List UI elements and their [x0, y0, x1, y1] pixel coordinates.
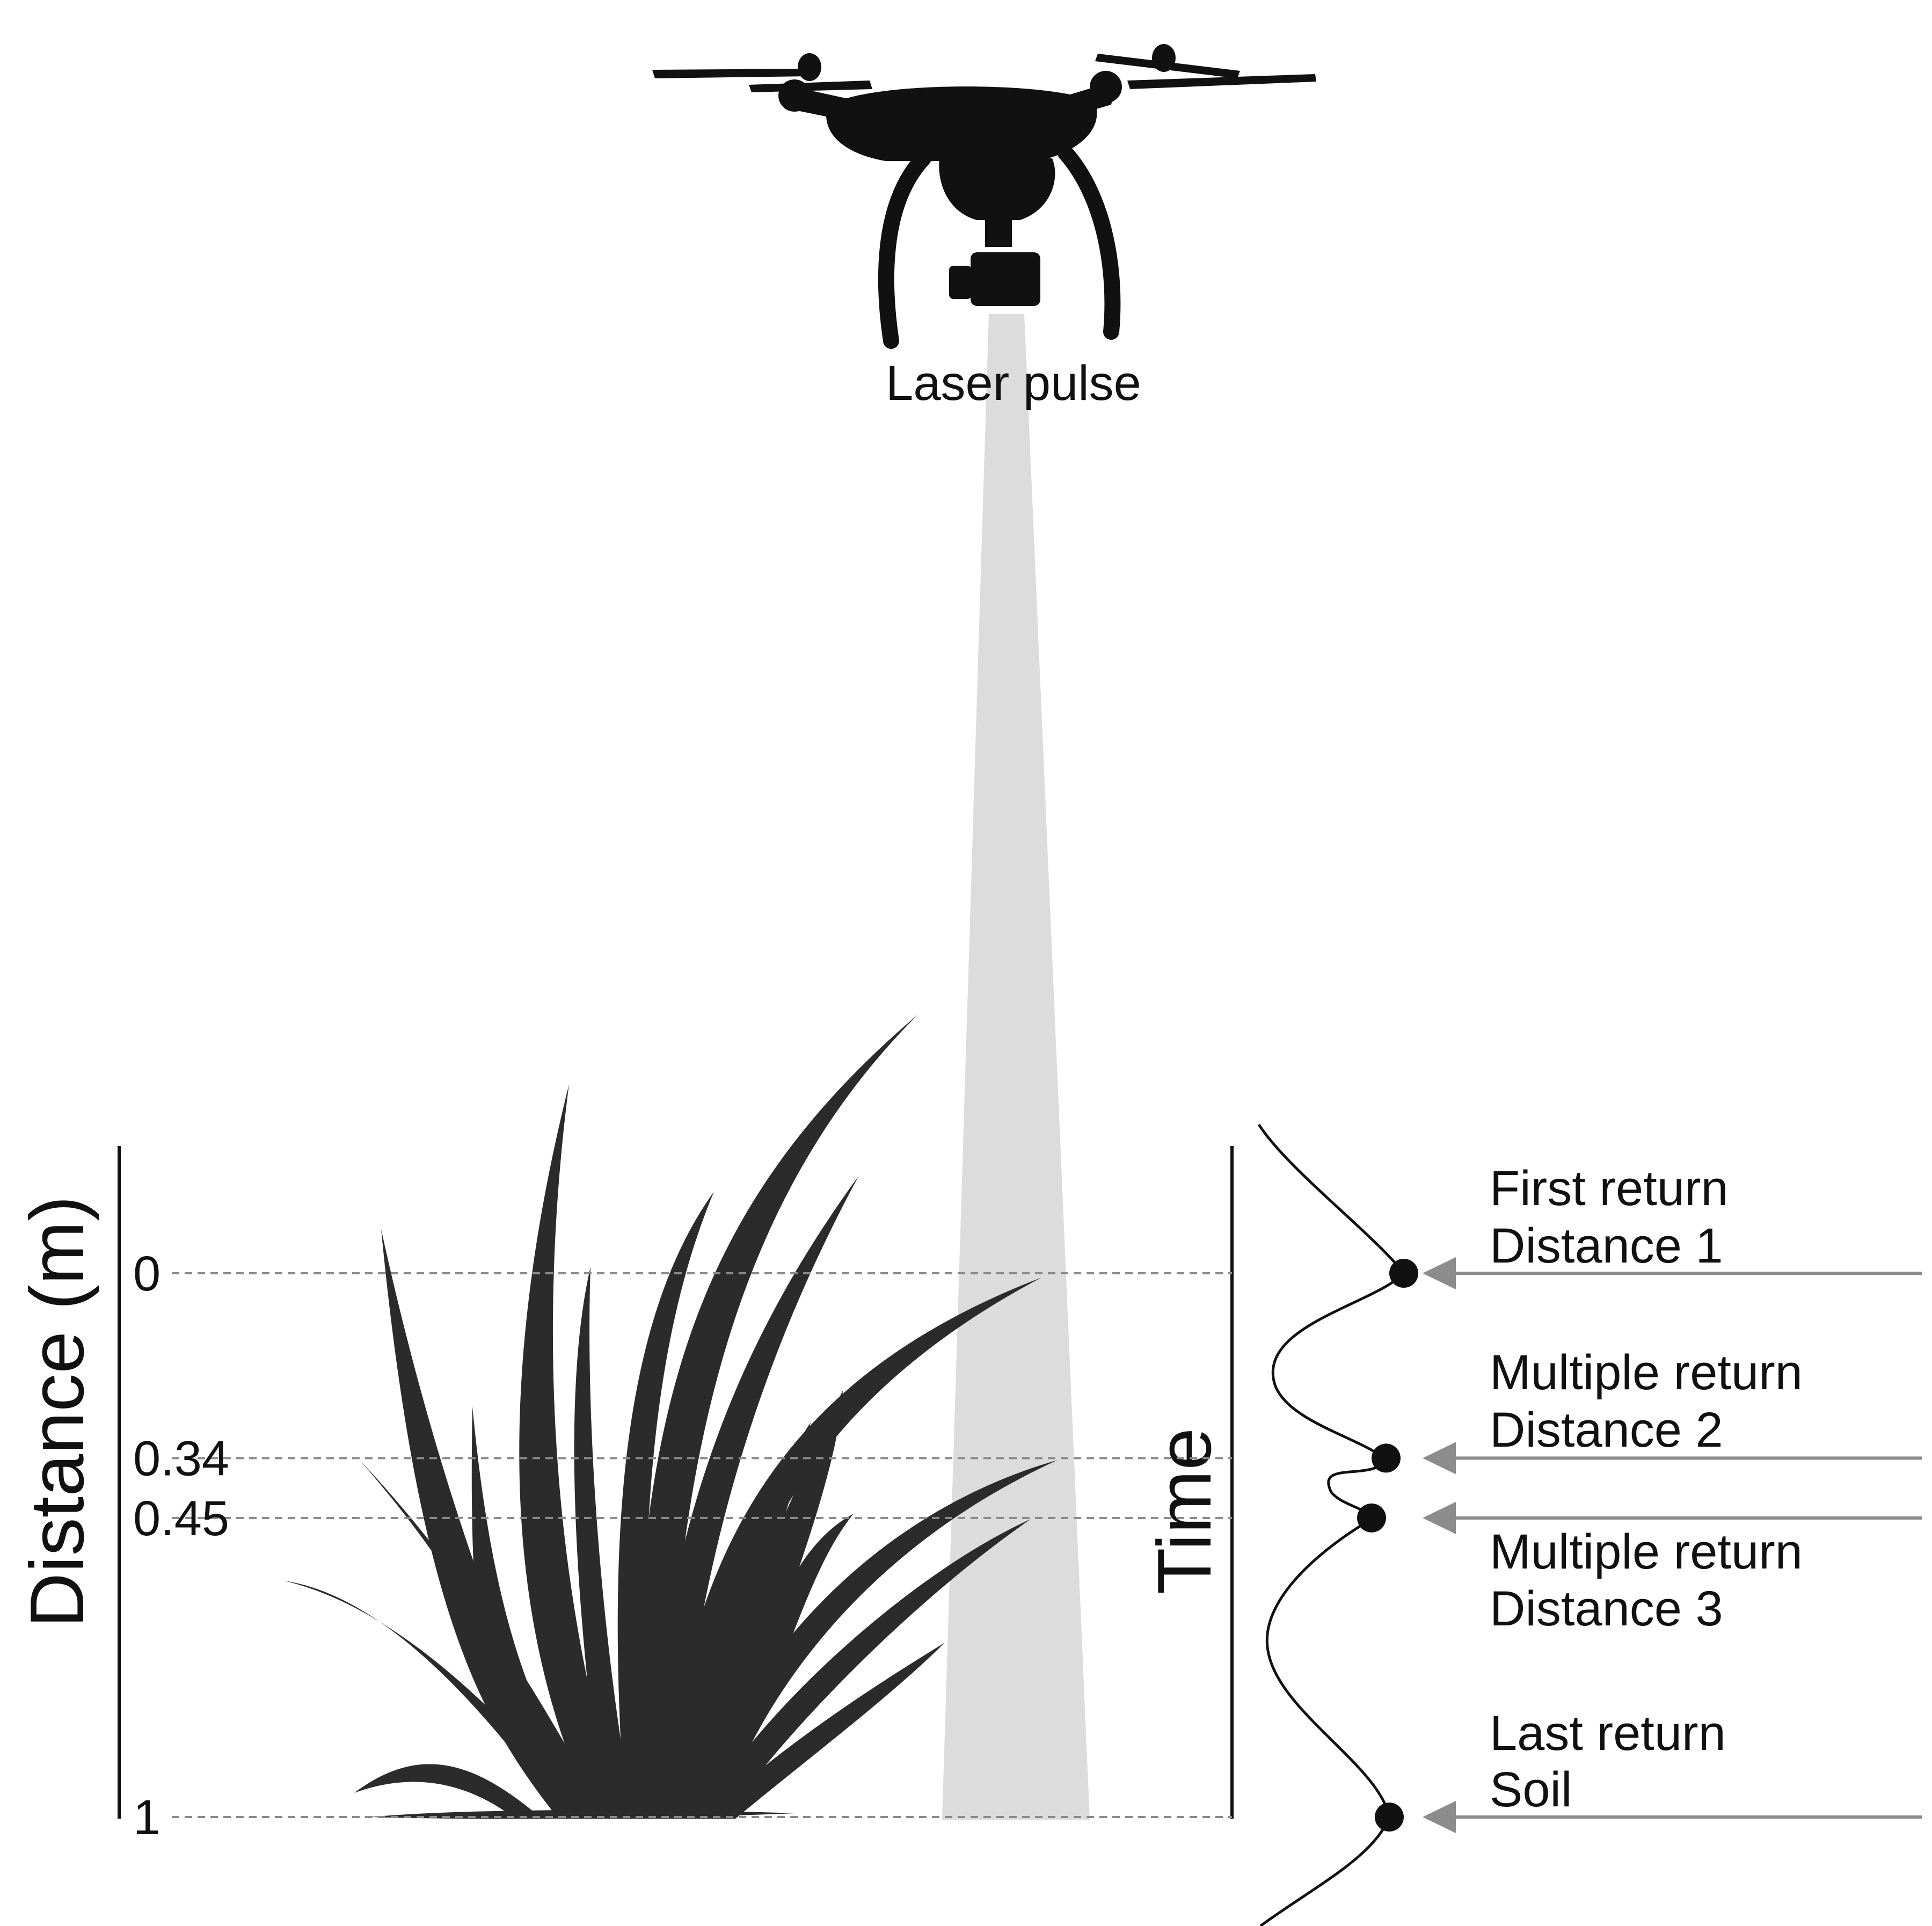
return-label-line2: Distance 3	[1490, 1581, 1723, 1636]
return-waveform	[1257, 1124, 1406, 1926]
return-point	[1389, 1259, 1418, 1288]
returns-group: First return Distance 1 Multiple return …	[1357, 1161, 1922, 1833]
return-arrow-head	[1423, 1257, 1456, 1289]
distance-tick-label: 0	[133, 1246, 161, 1301]
return-marker: Multiple return Distance 3	[1357, 1501, 1922, 1636]
return-arrow-head	[1423, 1801, 1456, 1833]
return-point	[1372, 1443, 1401, 1473]
laser-beam	[942, 314, 1090, 1820]
return-marker: First return Distance 1	[1389, 1161, 1922, 1289]
return-marker: Last return Soil	[1375, 1706, 1922, 1833]
time-axis-title: Time	[1142, 1428, 1227, 1594]
return-point	[1375, 1803, 1404, 1832]
return-label-line2: Distance 1	[1490, 1219, 1723, 1273]
return-marker: Multiple return Distance 2	[1372, 1345, 1922, 1475]
return-label-line2: Soil	[1490, 1762, 1572, 1817]
plant-icon	[285, 1015, 1058, 1819]
distance-tick-label: 0.34	[133, 1431, 229, 1486]
return-arrow-head	[1423, 1501, 1456, 1534]
return-point	[1357, 1503, 1386, 1533]
distance-tick-label: 1	[133, 1790, 161, 1845]
return-label-line1: Last return	[1490, 1706, 1726, 1761]
distance-tick-label: 0.45	[133, 1491, 229, 1546]
drone-icon	[652, 44, 1316, 349]
return-arrow-head	[1423, 1442, 1456, 1475]
return-label-line1: Multiple return	[1490, 1524, 1803, 1579]
laser-pulse-label: Laser pulse	[886, 356, 1141, 411]
distance-axis-title: Distance (m)	[14, 1196, 100, 1628]
return-label-line2: Distance 2	[1490, 1403, 1723, 1457]
return-label-line1: Multiple return	[1490, 1345, 1803, 1400]
distance-guide-lines	[172, 1272, 1232, 1818]
distance-tick-labels: 0 0.34 0.45 1	[133, 1246, 229, 1845]
return-label-line1: First return	[1490, 1161, 1729, 1216]
